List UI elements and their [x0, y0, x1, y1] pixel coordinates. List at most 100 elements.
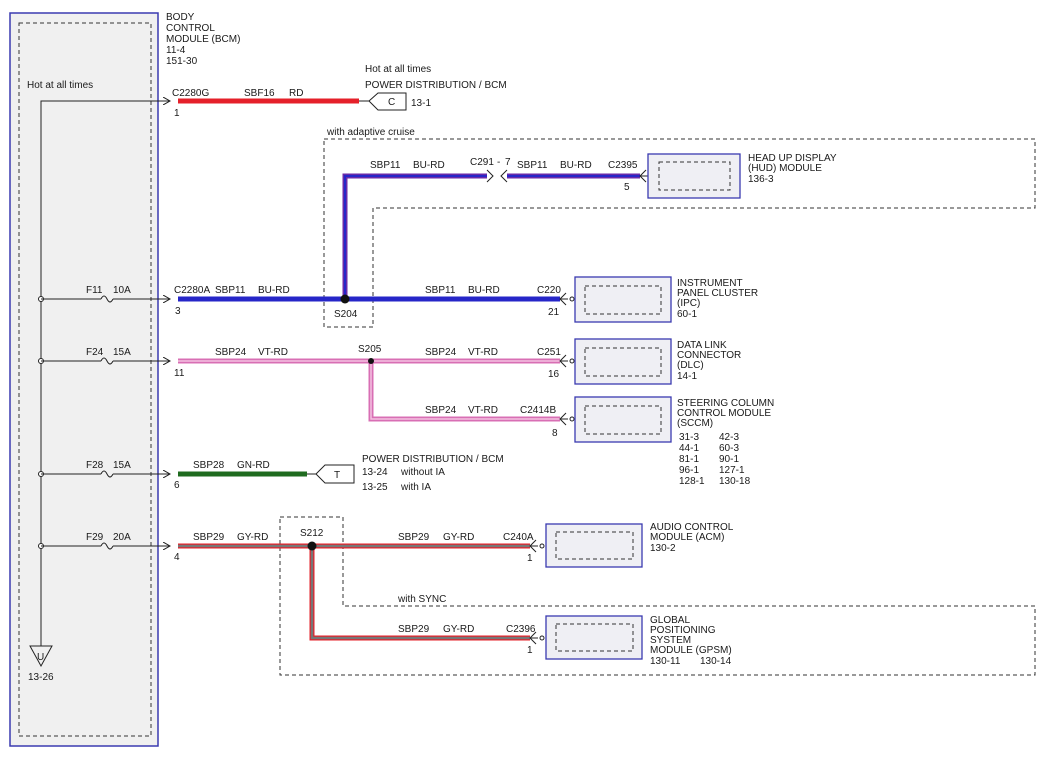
terminal-c-label: C	[388, 97, 395, 108]
splice-s205-icon	[368, 358, 374, 364]
fuse-f28-icon	[100, 470, 114, 478]
sccm-ref-1b: 42-3	[719, 432, 739, 443]
sbp29-color-b: GY-RD	[443, 532, 474, 543]
fuse-f24-rating: 15A	[113, 347, 131, 358]
gpsm-pin: 1	[527, 645, 533, 656]
gpsm-line-2: POSITIONING	[650, 625, 716, 636]
sccm-ref-3b: 90-1	[719, 454, 739, 465]
terminal-c-icon	[368, 92, 407, 111]
sync-label: with SYNC	[397, 594, 446, 605]
bcm-title-3: MODULE (BCM)	[166, 34, 240, 45]
bcm-internal-bus: U 13-26	[28, 101, 170, 683]
sccm-line-2: CONTROL MODULE	[677, 408, 771, 419]
gpsm-ref-1: 130-11	[650, 656, 681, 667]
inline-c291-dash: -	[497, 157, 500, 168]
sbp24-circuit-b: SBP24	[425, 347, 457, 358]
sbp28-circuit: SBP28	[193, 460, 225, 471]
sccm-ref-2a: 44-1	[679, 443, 699, 454]
sbp24-color-a: VT-RD	[258, 347, 288, 358]
dlc-ref: 14-1	[677, 371, 697, 382]
sccm-ref-1a: 31-3	[679, 432, 699, 443]
splice-s212-icon	[307, 541, 317, 551]
pd-sbp28-ref1: 13-24	[362, 467, 388, 478]
bcm-pin-f29: 4	[174, 552, 180, 563]
bcm-title-2: CONTROL	[166, 23, 215, 34]
ipc-line-2: PANEL CLUSTER	[677, 288, 758, 299]
hud-ref: 136-3	[748, 174, 774, 185]
dlc-connector: C251	[537, 347, 561, 358]
ipc-pin: 21	[548, 307, 560, 318]
sccm-ref-4a: 96-1	[679, 465, 699, 476]
sbp29-circuit-a: SBP29	[193, 532, 225, 543]
sccm-ref-5a: 128-1	[679, 476, 705, 487]
fuse-row-f11: F11 10A	[38, 285, 171, 302]
sccm-line-1: STEERING COLUMN	[677, 398, 774, 409]
fuse-row-f29: F29 20A	[38, 532, 171, 550]
sbp11-color-c: BU-RD	[413, 160, 445, 171]
ground-symbol-icon	[29, 645, 53, 668]
ipc-line-3: (IPC)	[677, 298, 700, 309]
top-feed-hot: Hot at all times	[365, 64, 431, 75]
gpsm-module: C2396 1 GLOBAL POSITIONING SYSTEM MODULE…	[506, 615, 732, 667]
gpsm-line-1: GLOBAL	[650, 615, 690, 626]
ipc-ref: 60-1	[677, 309, 697, 320]
bcm-conn-f11: C2280A	[174, 285, 210, 296]
acm-pin: 1	[527, 553, 533, 564]
fuse-f28-id: F28	[86, 460, 104, 471]
sccm-pin: 8	[552, 428, 558, 439]
sbp11-circuit-d: SBP11	[517, 160, 548, 171]
bcm-ref-2: 151-30	[166, 56, 198, 67]
terminal-t-label: T	[334, 470, 340, 481]
sbp11-circuit-a: SBP11	[215, 285, 246, 296]
wire-sbp24: S205 11 SBP24 VT-RD SBP24 VT-RD SBP24 VT…	[174, 344, 560, 422]
gpsm-ref-2: 130-14	[700, 656, 732, 667]
fuse-row-f28: F28 15A	[38, 460, 171, 478]
pd-sbp28-ref1-note: without IA	[400, 467, 445, 478]
bcm-pin-f24: 11	[174, 368, 185, 379]
bcm-hot-label: Hot at all times	[27, 80, 93, 91]
top-feed-source-ref: 13-1	[411, 98, 431, 109]
hud-line-1: HEAD UP DISPLAY	[748, 153, 837, 164]
sbp28-color: GN-RD	[237, 460, 270, 471]
acm-connector: C240A	[503, 532, 534, 543]
hud-line-2: (HUD) MODULE	[748, 163, 822, 174]
fuse-f24-icon	[100, 357, 114, 365]
sccm-module: C2414B 8 STEERING COLUMN CONTROL MODULE …	[520, 396, 774, 487]
sccm-ref-2b: 60-3	[719, 443, 739, 454]
sbp11-circuit-c: SBP11	[370, 160, 401, 171]
top-feed-source: POWER DISTRIBUTION / BCM	[365, 80, 507, 91]
ipc-module: C220 21 INSTRUMENT PANEL CLUSTER (IPC) 6…	[537, 276, 758, 323]
dlc-line-2: CONNECTOR	[677, 350, 741, 361]
top-feed-color: RD	[289, 88, 303, 99]
sccm-ref-3a: 81-1	[679, 454, 699, 465]
ipc-connector: C220	[537, 285, 561, 296]
gpsm-line-4: MODULE (GPSM)	[650, 645, 732, 656]
pd-sbp28-ref2: 13-25	[362, 482, 388, 493]
fuse-f28-rating: 15A	[113, 460, 131, 471]
wire-sbp28: T 6 SBP28 GN-RD POWER DISTRIBUTION / BCM…	[174, 454, 504, 493]
splice-s204-icon	[340, 294, 350, 304]
top-feed-connector: C2280G	[172, 88, 209, 99]
fuse-f11-rating: 10A	[113, 285, 131, 296]
gpsm-line-3: SYSTEM	[650, 635, 691, 646]
fuse-row-f24: F24 15A	[38, 347, 171, 365]
bcm-title-1: BODY	[166, 12, 195, 23]
ipc-line-1: INSTRUMENT	[677, 278, 743, 289]
inline-c291: C291	[470, 157, 494, 168]
bcm-module: BODY CONTROL MODULE (BCM) 11-4 151-30 Ho…	[9, 12, 240, 747]
fuse-f29-icon	[100, 542, 114, 550]
sbp11-circuit-b: SBP11	[425, 285, 456, 296]
sbp11-color-d: BU-RD	[560, 160, 592, 171]
sbp11-color-b: BU-RD	[468, 285, 500, 296]
dlc-line-1: DATA LINK	[677, 340, 727, 351]
inline-c291-pin: 7	[505, 157, 511, 168]
acm-module: C240A 1 AUDIO CONTROL MODULE (ACM) 130-2	[503, 522, 734, 568]
dlc-pin: 16	[548, 369, 560, 380]
wire-sbp29: S212 4 SBP29 GY-RD SBP29 GY-RD SBP29 GY-…	[174, 528, 530, 641]
dlc-line-3: (DLC)	[677, 360, 704, 371]
gpsm-connector: C2396	[506, 624, 536, 635]
sbp24-color-b: VT-RD	[468, 347, 498, 358]
sbp29-color-c: GY-RD	[443, 624, 474, 635]
wire-sbp11: S204 C2280A 3 SBP11 BU-RD SBP11 BU-RD SB…	[174, 157, 640, 320]
ground-ref: 13-26	[28, 672, 54, 683]
